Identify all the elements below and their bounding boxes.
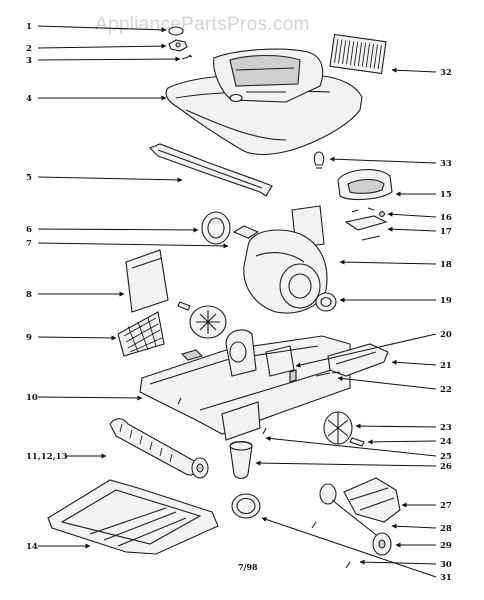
motor-cover-part: [337, 169, 393, 241]
callout-2: 2: [26, 44, 32, 54]
leader-lines: [37, 25, 437, 578]
callout-30: 30: [440, 560, 452, 570]
top-hood-part: [165, 48, 363, 156]
callout-17: 17: [440, 227, 452, 237]
base-housing-part: [139, 329, 351, 441]
bumper-strip-part: [149, 143, 273, 197]
callout-20: 20: [440, 330, 452, 340]
callout-18: 18: [440, 260, 452, 270]
filter-grille-part: [329, 33, 387, 75]
callout-7: 7: [26, 239, 32, 249]
motor-housing-part: [232, 205, 328, 314]
ring-part: [201, 211, 231, 245]
small-cap-part: [168, 26, 193, 60]
callout-4: 4: [26, 94, 32, 104]
callout-1: 1: [26, 22, 32, 32]
callout-24: 24: [440, 437, 452, 447]
clip-part: [315, 371, 341, 377]
callout-23: 23: [440, 423, 452, 433]
callout-5: 5: [26, 173, 32, 183]
callout-25: 25: [440, 452, 452, 462]
callout-28: 28: [440, 524, 452, 534]
callout-31: 31: [440, 573, 452, 583]
watermark-text: AppliancePartsPros.com: [95, 14, 310, 35]
callout-9: 9: [26, 333, 32, 343]
callout-19: 19: [440, 296, 452, 306]
callout-22: 22: [440, 385, 452, 395]
callout-16: 16: [440, 213, 452, 223]
callout-27: 27: [440, 501, 452, 511]
callout-10: 10: [26, 393, 38, 403]
grille-pad-part: [117, 311, 165, 357]
bracket-part: [327, 343, 389, 377]
filter-pad-part: [125, 249, 169, 313]
callout-14: 14: [26, 542, 38, 552]
callout-6: 6: [26, 225, 32, 235]
impeller-part: [177, 301, 227, 339]
callout-33: 33: [440, 159, 452, 169]
belt-part: [231, 493, 261, 519]
brush-roll-part: [109, 418, 209, 479]
date-code: 7/98: [238, 562, 258, 572]
callout-labels: 1 2 3 4 5 6 7 8 9 10 11,12,13 14 32 33 1…: [26, 22, 452, 583]
rear-wheel-part: [323, 411, 365, 447]
callout-21: 21: [440, 361, 452, 371]
rear-axle-assembly-part: [177, 397, 401, 569]
small-ring-part: [315, 292, 337, 312]
callout-29: 29: [440, 541, 452, 551]
bulb-part: [313, 151, 325, 169]
callout-26: 26: [440, 462, 452, 472]
cup-part: [229, 440, 253, 480]
callout-8: 8: [26, 290, 32, 300]
callout-15: 15: [440, 190, 452, 200]
bottom-plate-part: [47, 479, 219, 555]
callout-3: 3: [26, 56, 32, 66]
callout-11-12-13: 11,12,13: [26, 452, 67, 462]
callout-32: 32: [440, 68, 452, 78]
